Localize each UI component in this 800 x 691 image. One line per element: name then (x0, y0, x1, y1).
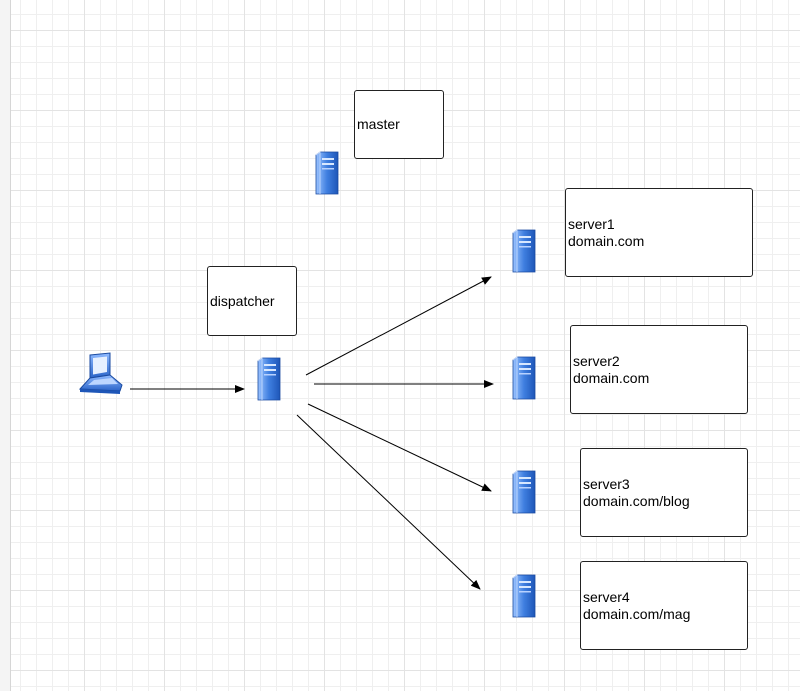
dispatcher-server-icon (257, 357, 281, 401)
connector-dispatcher-server4 (296, 414, 481, 590)
master-node[interactable]: master (354, 90, 444, 159)
server1-node[interactable]: server1 domain.com (565, 188, 753, 277)
server3-domain: domain.com/blog (583, 492, 690, 509)
dispatcher-node[interactable]: dispatcher (207, 266, 297, 336)
server3-node[interactable]: server3 domain.com/blog (580, 448, 748, 537)
server2-domain: domain.com (573, 369, 650, 386)
dispatcher-label: dispatcher (210, 292, 275, 309)
server1-server-icon (512, 229, 536, 273)
server3-name: server3 (583, 475, 630, 492)
connector-dispatcher-server3 (307, 403, 492, 492)
master-server-icon (315, 151, 339, 195)
server3-server-icon (512, 470, 536, 514)
server4-node[interactable]: server4 domain.com/mag (580, 561, 748, 650)
laptop-icon (78, 352, 123, 394)
canvas-left-edge (0, 0, 11, 691)
server4-server-icon (512, 574, 536, 618)
server2-server-icon (512, 356, 536, 400)
server2-node[interactable]: server2 domain.com (570, 325, 748, 414)
server4-domain: domain.com/mag (583, 605, 691, 622)
server4-name: server4 (583, 588, 630, 605)
server1-name: server1 (568, 215, 615, 232)
server1-domain: domain.com (568, 232, 645, 249)
server2-name: server2 (573, 352, 620, 369)
connector-dispatcher-server1 (305, 276, 492, 376)
master-label: master (357, 116, 400, 132)
